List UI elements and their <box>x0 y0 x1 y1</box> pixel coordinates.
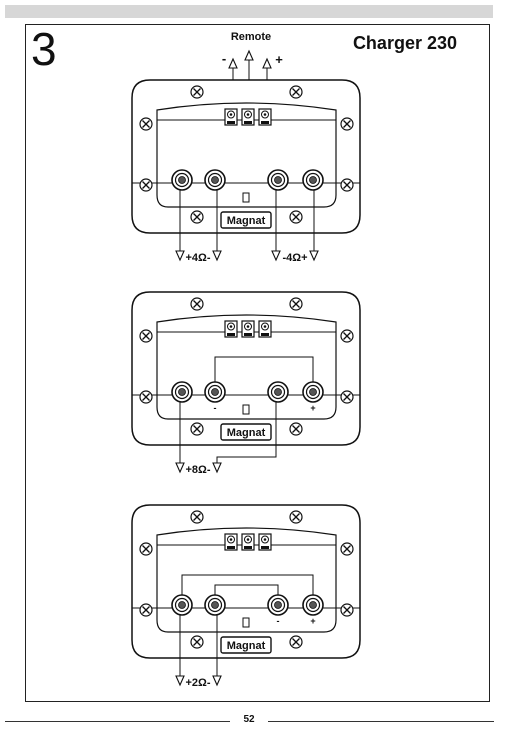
magnat-logo: Magnat <box>227 215 266 227</box>
remote-label: Remote <box>231 31 271 43</box>
parallel-minus-mark: - <box>277 616 280 626</box>
stereo-right-impedance: -4Ω+ <box>282 252 307 264</box>
diagram-parallel-2ohm: - + Magnat +2Ω- <box>131 504 361 689</box>
diagram-stereo-4ohm: Magnat +4Ω- -4Ω+ <box>131 79 361 264</box>
footer-rule-left <box>5 721 230 722</box>
stereo-left-impedance: +4Ω- <box>185 252 210 264</box>
bridge-plus-mark: + <box>310 403 315 413</box>
diagram-bridged-8ohm: - + Magnat +8Ω- <box>131 291 361 476</box>
bridge-minus-mark: - <box>214 403 217 413</box>
remote-plus-sign: + <box>275 52 283 67</box>
footer-rule-right <box>268 721 494 722</box>
page-number: 52 <box>243 714 255 725</box>
model-title: Charger 230 <box>352 33 457 53</box>
section-number: 3 <box>31 23 57 75</box>
header-bar <box>5 5 493 18</box>
remote-minus-sign: - <box>222 51 226 66</box>
parallel-plus-mark: + <box>310 616 315 626</box>
magnat-logo: Magnat <box>227 640 266 652</box>
parallel-impedance: +2Ω- <box>185 677 210 689</box>
page-frame <box>25 24 490 702</box>
magnat-logo: Magnat <box>227 427 266 439</box>
bridged-impedance: +8Ω- <box>185 464 210 476</box>
